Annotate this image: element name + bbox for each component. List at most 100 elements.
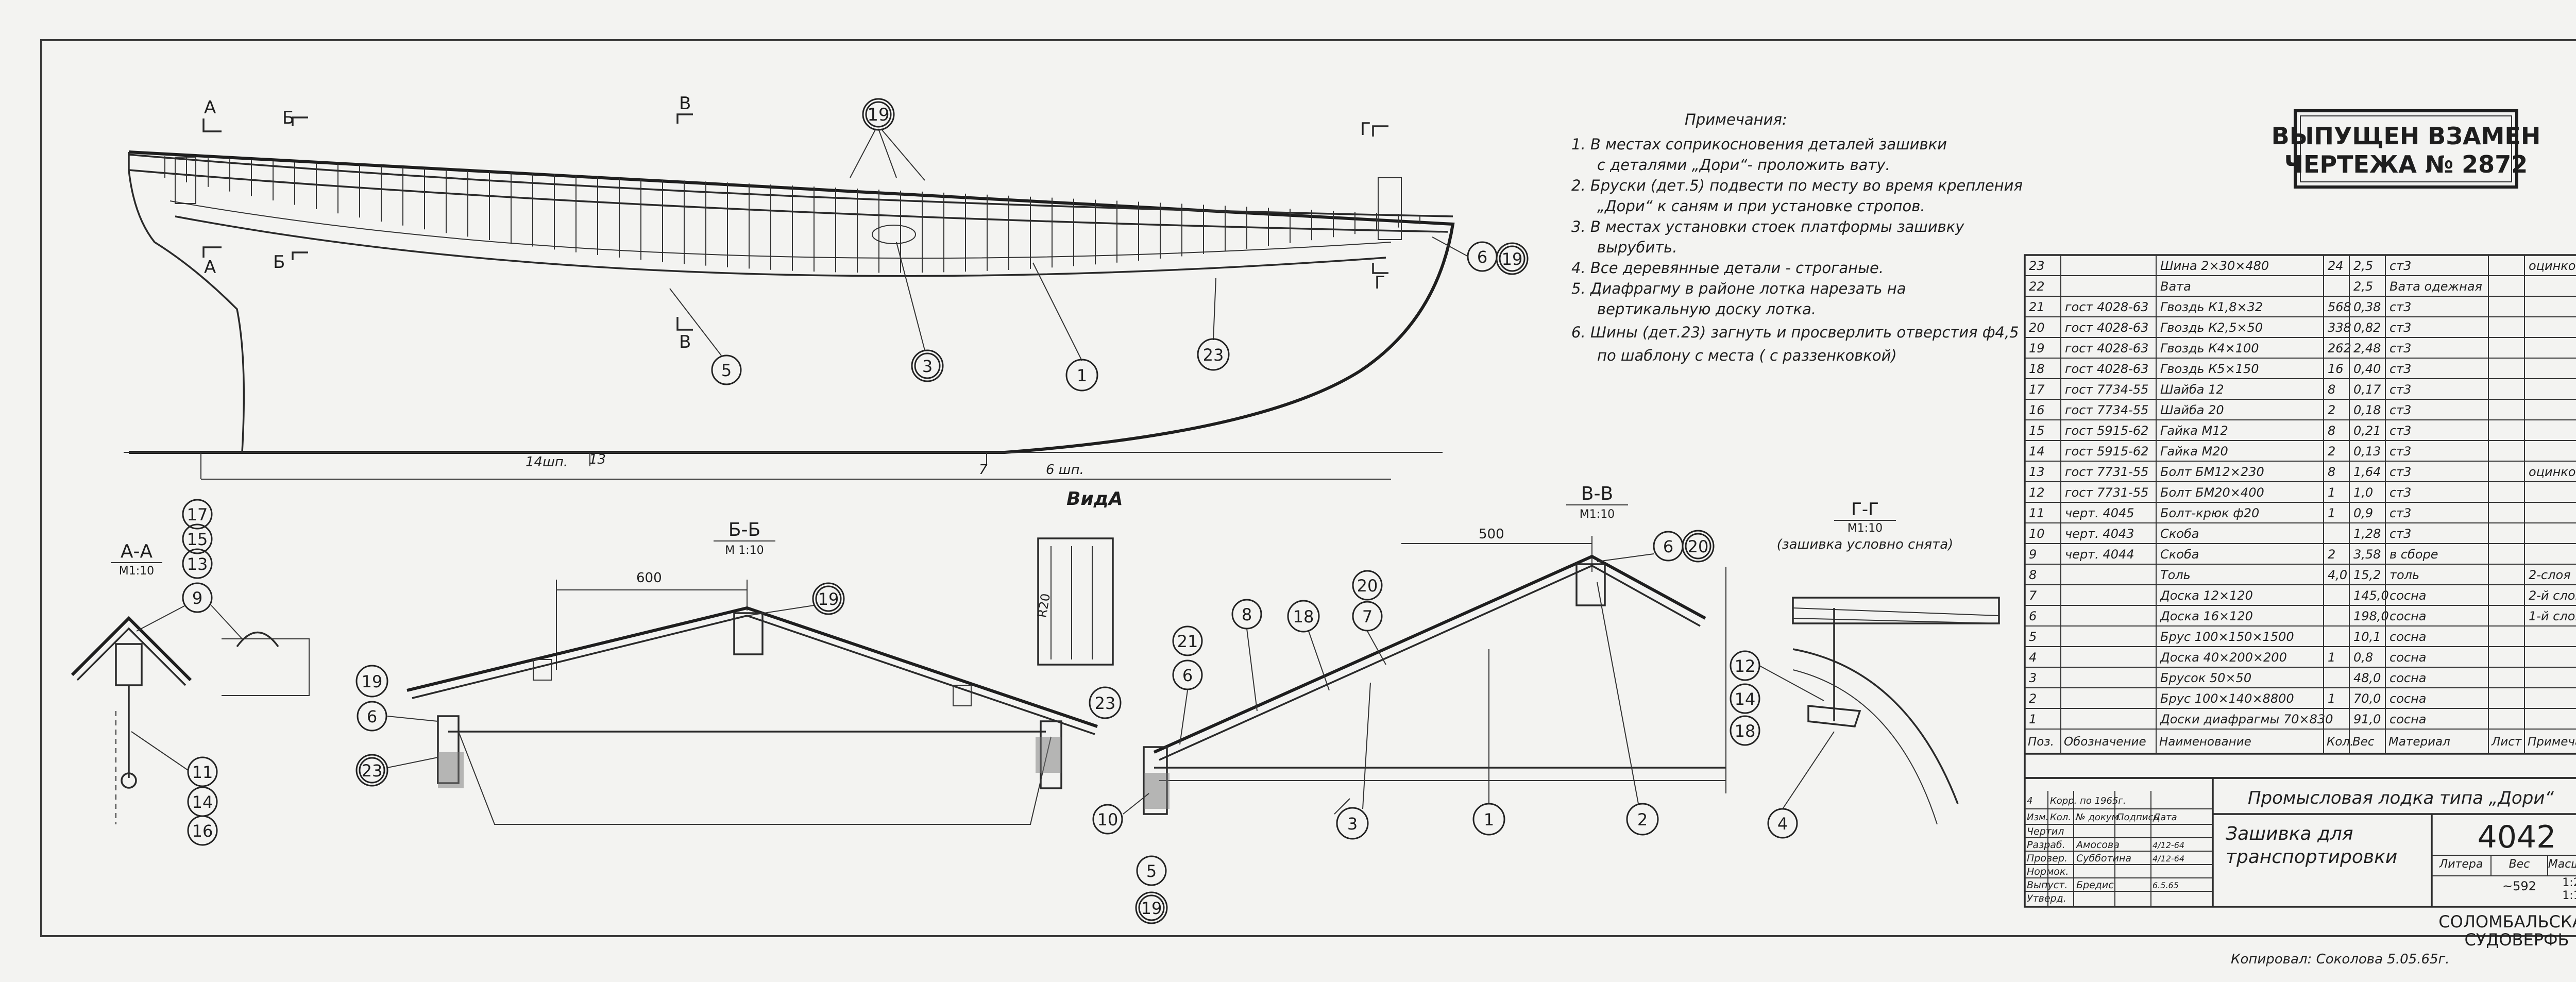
table-header-cell: Наименование	[2159, 735, 2251, 749]
table-cell: 2	[2029, 691, 2037, 706]
table-cell: оцинков.	[2529, 465, 2576, 479]
table-cell: 145,0	[2353, 588, 2389, 603]
svg-text:6: 6	[367, 707, 377, 726]
svg-text:Б: Б	[282, 108, 294, 128]
station-label: 14шп.	[526, 454, 568, 470]
svg-text:В: В	[679, 93, 691, 114]
table-header-cell: Вес	[2352, 735, 2375, 749]
svg-text:12: 12	[1735, 656, 1756, 676]
table-cell: Скоба	[2160, 547, 2199, 562]
table-cell: Болт БМ20×400	[2160, 485, 2264, 500]
elevation-callouts: 19 6 19 5 3 1 23	[669, 98, 1529, 392]
table-cell: 20	[2029, 320, 2045, 335]
covering-top-line	[128, 154, 1453, 217]
table-cell: 0,38	[2353, 300, 2381, 314]
svg-text:6: 6	[1663, 537, 1673, 556]
table-cell: ст3	[2389, 465, 2411, 479]
covering-bottom-line	[128, 169, 1448, 233]
svg-text:8: 8	[1242, 605, 1252, 624]
table-cell: 2	[2328, 547, 2335, 562]
table-cell: 1	[2029, 712, 2037, 726]
svg-text:20: 20	[1688, 537, 1709, 556]
table-cell: ст3	[2389, 362, 2411, 376]
table-cell: 0,82	[2353, 320, 2381, 335]
svg-text:19: 19	[818, 589, 839, 609]
view-a-title: ВидА	[1066, 488, 1123, 510]
scale-1: 1:20	[2562, 876, 2576, 889]
svg-text:21: 21	[1177, 632, 1198, 651]
table-cell: сосна	[2389, 671, 2426, 685]
callout-5: 5	[721, 361, 732, 380]
table-cell: 338	[2328, 320, 2351, 335]
table-cell: 0,40	[2353, 362, 2381, 376]
note-line: вертикальную доску лотка.	[1597, 300, 1816, 318]
note-line: 3. В местах установки стоек платформы за…	[1571, 218, 1964, 235]
table-cell: Гвоздь К5×150	[2160, 362, 2259, 376]
table-cell: 262	[2328, 341, 2351, 355]
table-cell: 0,17	[2353, 382, 2381, 397]
table-cell: Брус 100×150×1500	[2160, 630, 2294, 644]
bow-block	[175, 157, 196, 204]
section-aa-title: А-А	[121, 541, 153, 562]
station-labels: 14шп. 13 7 6 шп.	[526, 452, 1084, 478]
table-cell: 8	[2328, 424, 2335, 438]
weight-value: ~592	[2502, 879, 2536, 893]
table-cell: Брусок 50×50	[2160, 671, 2251, 685]
svg-text:16: 16	[192, 821, 213, 841]
table-cell: сосна	[2389, 691, 2426, 706]
table-cell: 2	[2328, 444, 2335, 459]
table-cell: ст3	[2389, 259, 2411, 273]
table-cell: черт. 4045	[2065, 506, 2134, 520]
table-cell: гост 4028-63	[2065, 362, 2148, 376]
table-cell: 23	[2029, 259, 2045, 273]
table-cell: 70,0	[2353, 691, 2381, 706]
grid-header: Изм.	[2027, 812, 2048, 823]
table-cell: Гвоздь К4×100	[2160, 341, 2259, 355]
table-cell: 1	[2328, 506, 2335, 520]
svg-text:Б: Б	[273, 252, 285, 273]
grid-header: № докум.	[2075, 812, 2122, 823]
callout-19: 19	[867, 105, 889, 125]
svg-text:18: 18	[1735, 721, 1756, 741]
table-cell: 7	[2029, 588, 2037, 603]
notes-title: Примечания:	[1685, 111, 1787, 128]
svg-text:19: 19	[1141, 899, 1162, 918]
name-label: Амосова	[2075, 839, 2120, 851]
callout-6: 6	[1477, 247, 1487, 267]
table-cell: 0,13	[2353, 444, 2381, 459]
table-header-cell: Обозначение	[2064, 735, 2146, 749]
table-cell: 17	[2029, 382, 2045, 397]
table-cell: 2,48	[2353, 341, 2381, 355]
notes-block: Примечания: 1. В местах соприкосновения …	[1571, 111, 2023, 364]
table-cell: 14	[2029, 444, 2045, 459]
table-cell: гост 4028-63	[2065, 341, 2148, 355]
svg-text:9: 9	[192, 588, 202, 608]
bb-callouts: 19 19 6 23 23	[355, 582, 1122, 787]
table-cell: 6	[2029, 609, 2037, 623]
table-cell: 15	[2029, 424, 2045, 438]
table-cell: оцинков.	[2529, 259, 2576, 273]
table-cell: 10	[2029, 527, 2045, 541]
note-line: 6. Шины (дет.23) загнуть и просверлить о…	[1571, 324, 2019, 341]
svg-text:10: 10	[1097, 810, 1118, 829]
project-name: Промысловая лодка типа „Дори“	[2248, 788, 2554, 808]
date-label: 4/12-64	[2153, 840, 2184, 850]
table-cell: гост 7734-55	[2065, 382, 2148, 397]
stern-block	[1378, 177, 1402, 240]
table-cell: 10,1	[2353, 630, 2381, 644]
table-cell: черт. 4043	[2065, 527, 2134, 541]
table-cell: 4	[2029, 650, 2037, 665]
svg-text:3: 3	[1347, 814, 1358, 834]
svg-text:14: 14	[1735, 689, 1756, 709]
vv-callouts: 6 20 8 18 20 7 21 6 10 5 19 3	[1092, 530, 1715, 924]
table-cell: Вата одежная	[2389, 279, 2482, 294]
note-line: 2. Бруски (дет.5) подвести по месту во в…	[1571, 177, 2023, 194]
table-cell: 24	[2328, 259, 2344, 273]
section-vv-view: В-В М1:10 500 6 20 8 18 20	[1092, 483, 1726, 924]
table-cell: 568	[2328, 300, 2351, 314]
table-cell: Вата	[2160, 279, 2191, 294]
table-cell: 2,5	[2353, 259, 2373, 273]
chine-line	[170, 200, 1392, 259]
table-cell: 22	[2029, 279, 2045, 294]
